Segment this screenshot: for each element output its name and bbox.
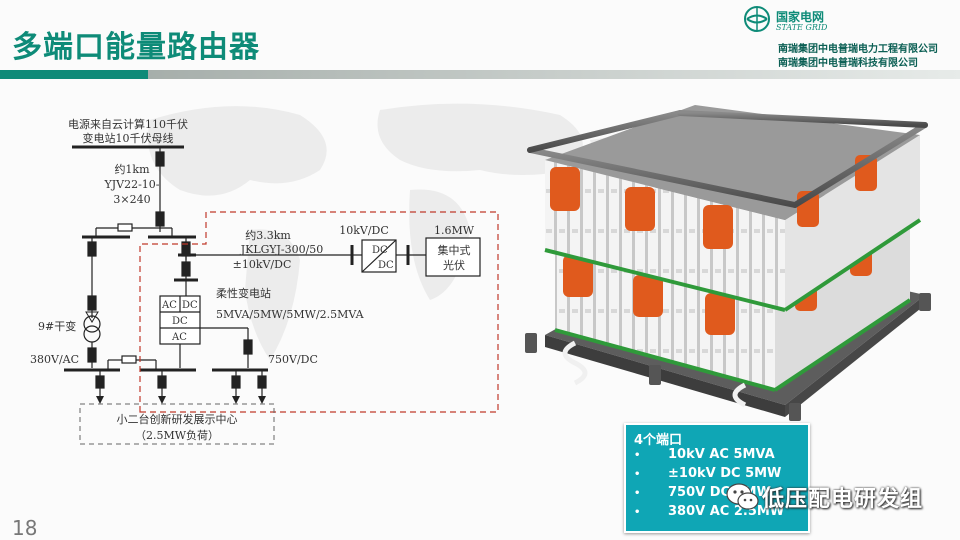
station-ac-1: AC: [161, 300, 177, 311]
bullet-icon: •: [634, 469, 641, 480]
slide-title: 多端口能量路由器: [12, 30, 260, 65]
logo-name-cn: 国家电网: [776, 10, 825, 24]
station-dc-2: DC: [172, 316, 188, 327]
port-item-label: ±10kV DC 5MW: [668, 466, 782, 481]
port-item-label: 380V AC 2.5MW: [668, 504, 785, 519]
pv-label-2: 光伏: [443, 258, 465, 272]
company-logo-block: 国家电网 STATE GRID 南瑞集团中电普瑞电力工程有限公司 南瑞集团中电普…: [742, 6, 954, 69]
ports-panel: 4个端口 •10kV AC 5MVA •±10kV DC 5MW •750V D…: [624, 423, 810, 533]
port-item: • 380V AC 2.5MW: [634, 504, 784, 523]
cable2-length: 约3.3km: [245, 229, 291, 242]
state-grid-logo-icon: [744, 6, 770, 32]
pv-capacity: 1.6MW: [434, 224, 475, 237]
load-label-2: （2.5MW负荷）: [135, 428, 219, 442]
single-line-diagram: 电源来自云计算110千伏 变电站10千伏母线 约1km YJV22-10- 3×…: [30, 117, 499, 445]
bus-380-label: 380V/AC: [30, 353, 79, 366]
header-divider: [0, 70, 960, 79]
cable1-length: 约1km: [114, 163, 150, 176]
ports-title: 4个端口: [634, 433, 683, 448]
wechat-icon: [726, 483, 759, 510]
port-item: • 10kV AC 5MVA: [634, 447, 784, 466]
port-item-label: 10kV AC 5MVA: [668, 447, 775, 462]
bullet-icon: •: [634, 507, 641, 518]
cable2-voltage: ±10kV/DC: [233, 258, 292, 271]
cable1-spec: 3×240: [113, 193, 150, 206]
source-label-1: 电源来自云计算110千伏: [68, 117, 188, 131]
watermark-text: 低压配电研发组: [762, 487, 924, 512]
bus-750-label: 750V/DC: [268, 353, 318, 366]
energy-router-device-image: [525, 105, 931, 421]
company-name-1: 南瑞集团中电普瑞电力工程有限公司: [778, 44, 938, 55]
station-rating: 5MVA/5MW/5MW/2.5MVA: [216, 308, 365, 321]
source-label-2: 变电站10千伏母线: [83, 131, 174, 145]
transformer-label: 9#干变: [38, 319, 76, 333]
dcdc-voltage-label: 10kV/DC: [339, 224, 389, 237]
wechat-watermark: 低压配电研发组: [726, 480, 923, 514]
port-item: • ±10kV DC 5MW: [634, 466, 784, 485]
dcdc-label-1: DC: [372, 245, 388, 256]
cable2-type: JKLGYJ-300/50: [240, 243, 324, 256]
bullet-icon: •: [634, 450, 641, 461]
station-label: 柔性变电站: [216, 286, 271, 300]
load-label-1: 小二台创新研发展示中心: [117, 412, 238, 426]
company-name-2: 南瑞集团中电普瑞科技有限公司: [778, 58, 918, 69]
header-accent-bar: [0, 70, 148, 79]
bullet-icon: •: [634, 488, 641, 499]
station-dc-1: DC: [182, 300, 198, 311]
logo-name-en: STATE GRID: [776, 23, 828, 32]
cable1-type: YJV22-10-: [103, 178, 159, 191]
station-ac-2: AC: [171, 332, 187, 343]
page-number: 18: [12, 516, 38, 540]
pv-label-1: 集中式: [438, 243, 471, 257]
dcdc-label-2: DC: [378, 260, 394, 271]
